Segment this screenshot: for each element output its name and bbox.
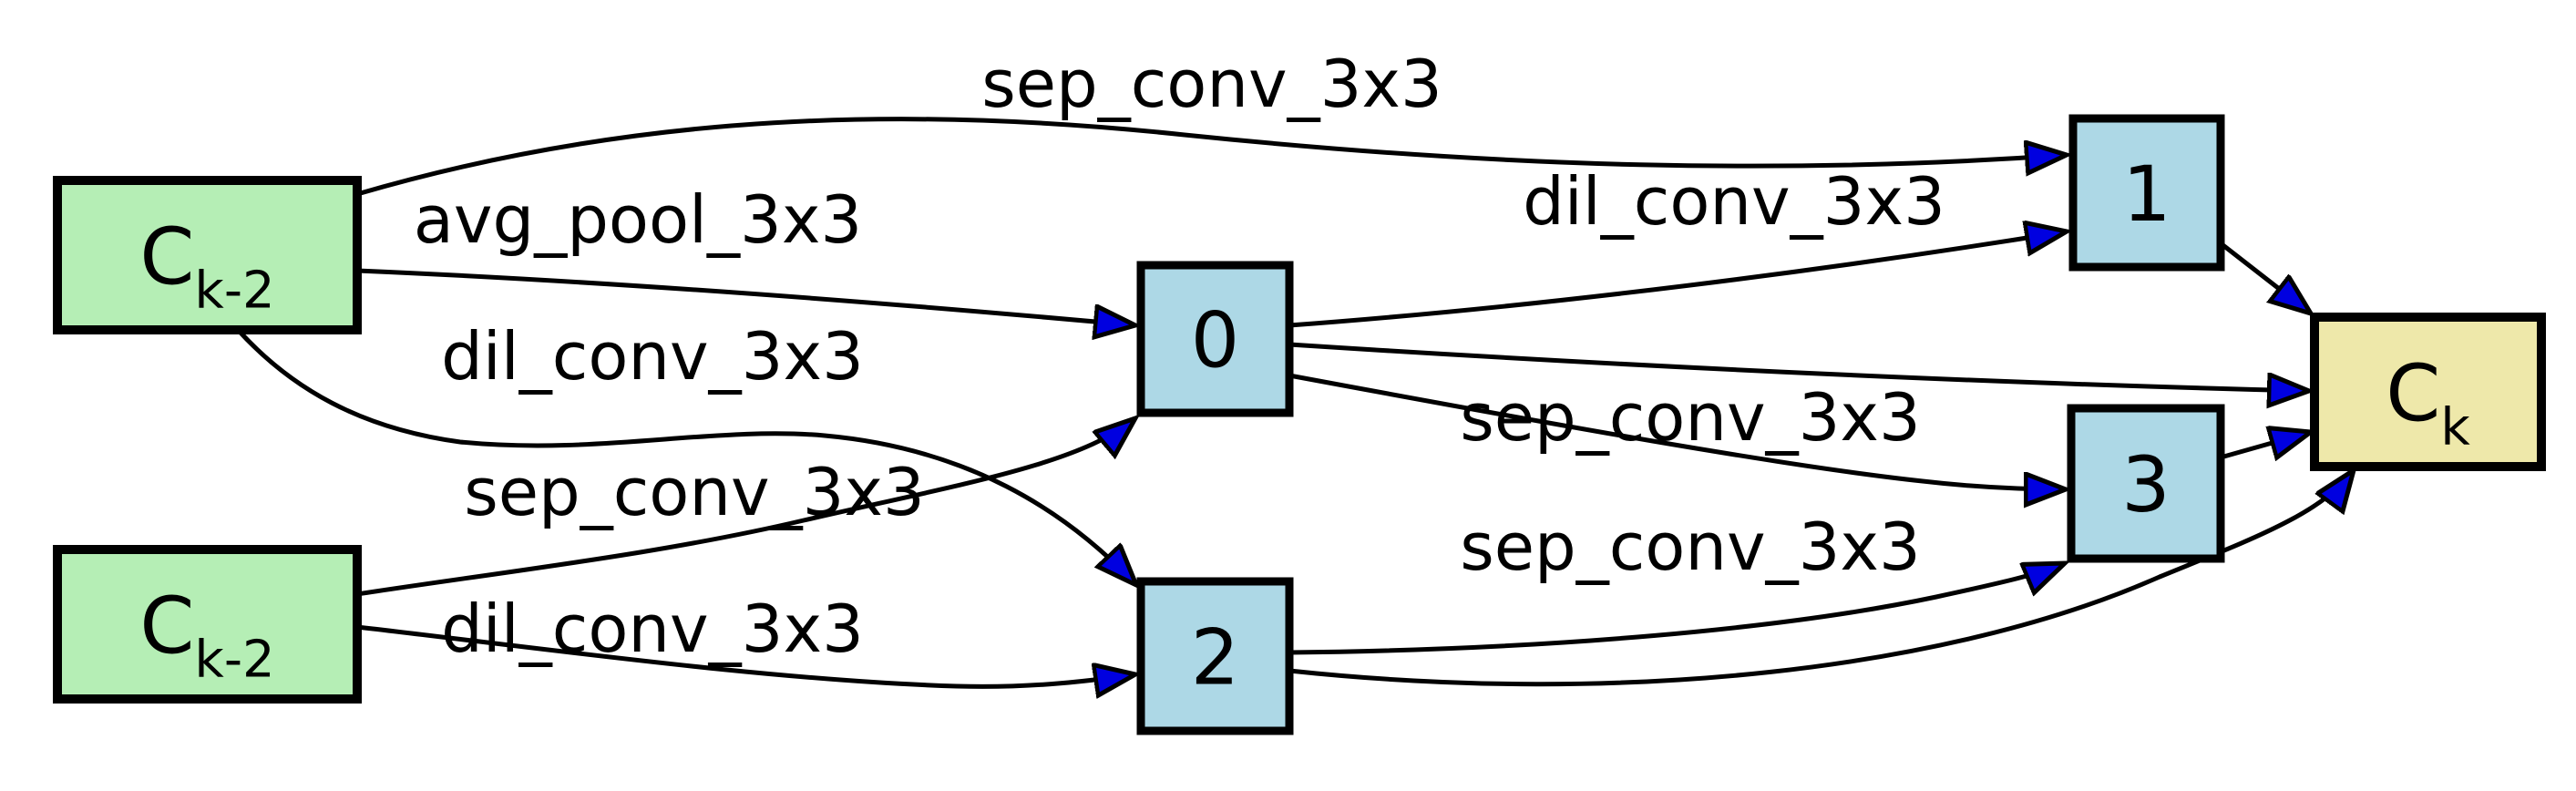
node-label-3: 3: [2121, 440, 2170, 529]
node-label-1: 1: [2122, 149, 2171, 239]
node-label-main-c_k: C: [2386, 348, 2440, 439]
node-label-subscript-c_k: k: [2440, 397, 2470, 457]
edge-0-to-3: [1288, 373, 2066, 489]
node-c_k2_top: [53, 176, 362, 334]
node-label-main-1: 1: [2122, 149, 2171, 239]
node-c_k2_bottom: [53, 545, 362, 704]
edge-label-c_k2_top-to-1: sep_conv_3x3: [981, 46, 1442, 122]
edge-2-to-3: [1288, 563, 2065, 655]
node-1: [2068, 114, 2225, 272]
edge-c_k2_top-to-2: [238, 330, 1136, 585]
node-label-main-c_k2_bottom: C: [139, 580, 194, 672]
edge-0-to-1: [1288, 231, 2067, 328]
edge-label-2-to-3: sep_conv_3x3: [1460, 508, 1921, 585]
node-label-main-2: 2: [1191, 613, 1239, 703]
edges-layer: [238, 117, 2354, 687]
edge-2-to-c_k: [1288, 470, 2354, 687]
edge-label-0-to-1: dil_conv_3x3: [1523, 163, 1945, 240]
node-label-0: 0: [1191, 296, 1239, 385]
node-2: [1136, 577, 1294, 735]
edge-label-0-to-3: sep_conv_3x3: [1460, 379, 1921, 456]
edge-3-to-c_k: [2220, 432, 2311, 457]
edge-label-c_k2_top-to-2: dil_conv_3x3: [441, 318, 864, 395]
node-label-c_k: Ck: [2386, 348, 2470, 457]
node-label-c_k2_bottom: Ck-2: [139, 580, 274, 689]
edge-c_k2_bottom-to-2: [356, 624, 1135, 686]
node-label-main-3: 3: [2121, 440, 2170, 529]
edge-label-c_k2_top-to-0: avg_pool_3x3: [414, 181, 862, 258]
node-label-subscript-c_k2_bottom: k-2: [194, 630, 274, 689]
node-label-subscript-c_k2_top: k-2: [194, 261, 274, 320]
edge-labels-layer: sep_conv_3x3 avg_pool_3x3 dil_conv_3x3 sep_…: [414, 46, 1945, 667]
edge-1-to-c_k: [2219, 241, 2311, 313]
node-label-main-0: 0: [1191, 296, 1239, 385]
edge-c_k2_bottom-to-0: [356, 418, 1135, 597]
node-c_k: [2310, 313, 2546, 471]
node-label-2: 2: [1191, 613, 1239, 703]
edge-c_k2_top-to-0: [356, 268, 1135, 325]
edge-label-c_k2_bottom-to-0: sep_conv_3x3: [464, 454, 925, 530]
edge-c_k2_top-to-1: [356, 117, 2067, 197]
node-label-c_k2_top: Ck-2: [139, 211, 274, 320]
edge-label-c_k2_bottom-to-2: dil_conv_3x3: [441, 591, 864, 667]
node-label-main-c_k2_top: C: [139, 211, 194, 303]
edge-0-to-c_k: [1288, 342, 2309, 391]
node-0: [1136, 261, 1294, 417]
node-3: [2067, 404, 2225, 563]
